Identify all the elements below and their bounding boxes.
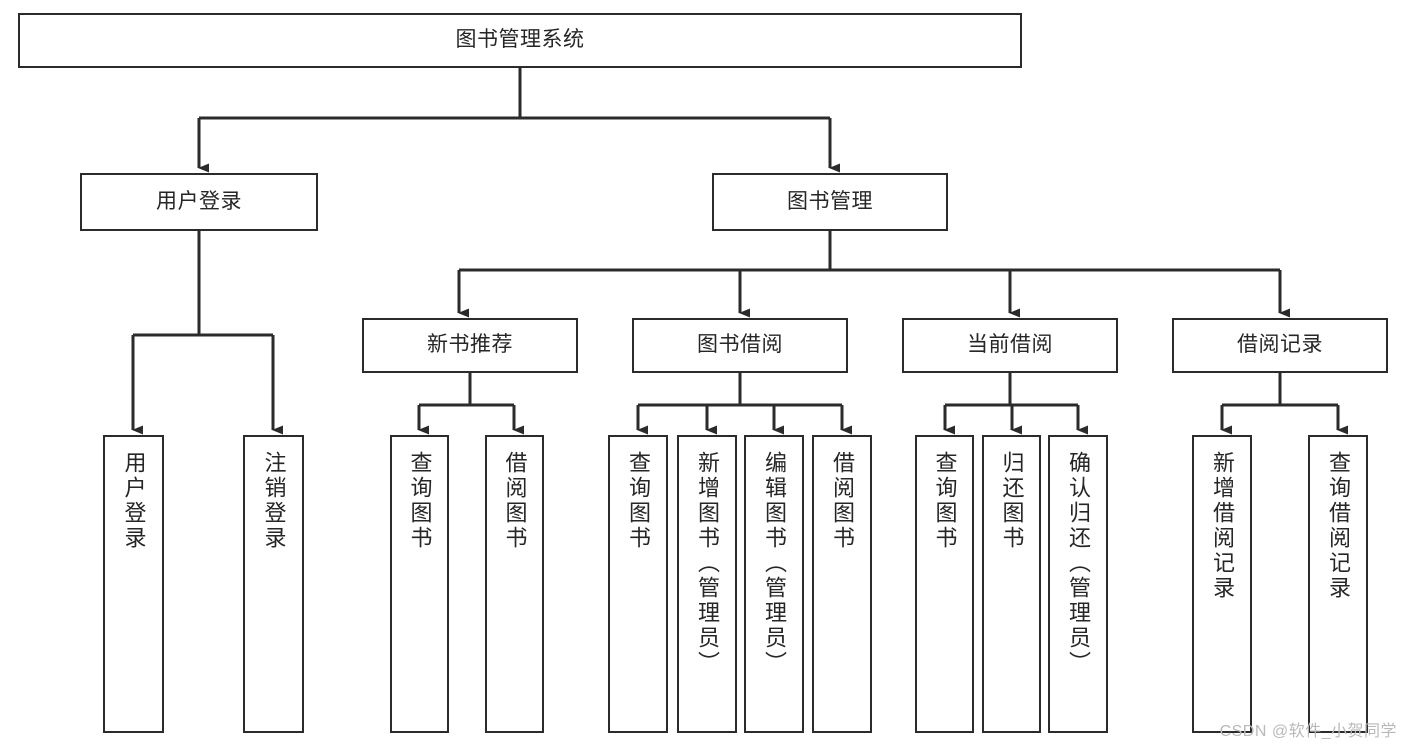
node-root[interactable]: 图书管理系统 [18, 13, 1022, 68]
node-leaf[interactable]: 查询借阅记录 [1308, 435, 1368, 733]
node-leaf[interactable]: 查询图书 [608, 435, 668, 733]
node-level3-label: 图书借阅 [697, 333, 783, 357]
node-leaf-label: 查询图书 [407, 451, 433, 551]
node-level3[interactable]: 当前借阅 [902, 318, 1118, 373]
node-leaf-label: 查询图书 [626, 451, 651, 551]
node-leaf-label: 新增借阅记录 [1210, 451, 1235, 601]
node-level3[interactable]: 新书推荐 [362, 318, 578, 373]
node-leaf-label: 编辑图书（管理员） [762, 451, 787, 676]
node-leaf[interactable]: 归还图书 [982, 435, 1041, 733]
node-leaf-label: 归还图书 [999, 451, 1025, 551]
node-leaf-label: 用户登录 [121, 451, 147, 551]
node-leaf[interactable]: 确认归还（管理员） [1048, 435, 1108, 733]
node-leaf[interactable]: 查询图书 [915, 435, 974, 733]
node-level2-label: 用户登录 [156, 189, 242, 213]
node-leaf-label: 新增图书（管理员） [695, 451, 720, 676]
node-leaf[interactable]: 新增图书（管理员） [677, 435, 737, 733]
node-level2[interactable]: 图书管理 [712, 173, 948, 231]
node-level3[interactable]: 借阅记录 [1172, 318, 1388, 373]
node-level2-label: 图书管理 [787, 189, 873, 213]
node-leaf[interactable]: 查询图书 [390, 435, 449, 733]
node-leaf[interactable]: 新增借阅记录 [1192, 435, 1252, 733]
node-level3[interactable]: 图书借阅 [632, 318, 848, 373]
node-level3-label: 新书推荐 [427, 333, 513, 357]
node-leaf[interactable]: 编辑图书（管理员） [744, 435, 804, 733]
node-leaf-label: 查询图书 [932, 451, 958, 551]
node-leaf-label: 注销登录 [261, 451, 287, 551]
node-leaf-label: 借阅图书 [830, 451, 855, 551]
node-level3-label: 借阅记录 [1237, 333, 1323, 357]
node-leaf-label: 查询借阅记录 [1326, 451, 1351, 601]
node-leaf[interactable]: 用户登录 [103, 435, 164, 733]
node-level2[interactable]: 用户登录 [80, 173, 318, 231]
node-leaf[interactable]: 借阅图书 [812, 435, 872, 733]
node-leaf-label: 借阅图书 [502, 451, 528, 551]
node-leaf-label: 确认归还（管理员） [1066, 451, 1091, 676]
node-level3-label: 当前借阅 [967, 333, 1053, 357]
node-root-label: 图书管理系统 [455, 28, 585, 52]
node-leaf[interactable]: 注销登录 [243, 435, 304, 733]
node-leaf[interactable]: 借阅图书 [485, 435, 544, 733]
